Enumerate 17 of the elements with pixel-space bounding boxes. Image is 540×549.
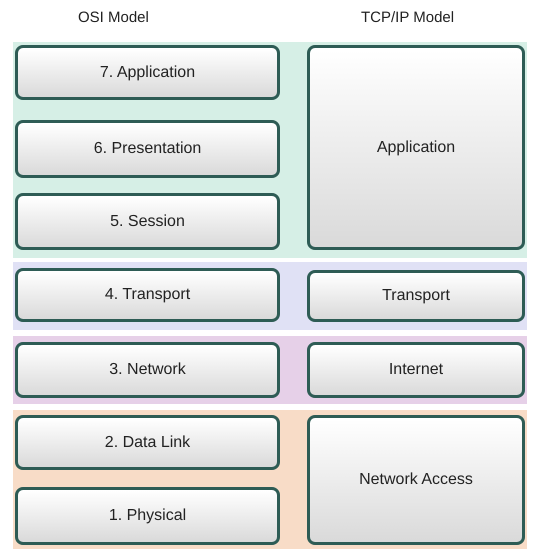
layer-band	[13, 410, 527, 549]
layer-box: Internet	[307, 342, 525, 398]
layer-box: 7. Application	[15, 45, 280, 100]
layer-band	[13, 336, 527, 404]
layer-box: 1. Physical	[15, 487, 280, 545]
layer-box: 2. Data Link	[15, 415, 280, 470]
layer-band	[13, 42, 527, 258]
layer-box: 6. Presentation	[15, 120, 280, 178]
column-heading: OSI Model	[78, 9, 149, 26]
column-heading: TCP/IP Model	[361, 9, 454, 26]
layer-box: Application	[307, 45, 525, 250]
layer-box: 5. Session	[15, 193, 280, 250]
layer-band	[13, 262, 527, 330]
layer-box: Transport	[307, 270, 525, 322]
layer-box: 4. Transport	[15, 268, 280, 322]
layer-box: Network Access	[307, 415, 525, 545]
layer-box: 3. Network	[15, 342, 280, 398]
